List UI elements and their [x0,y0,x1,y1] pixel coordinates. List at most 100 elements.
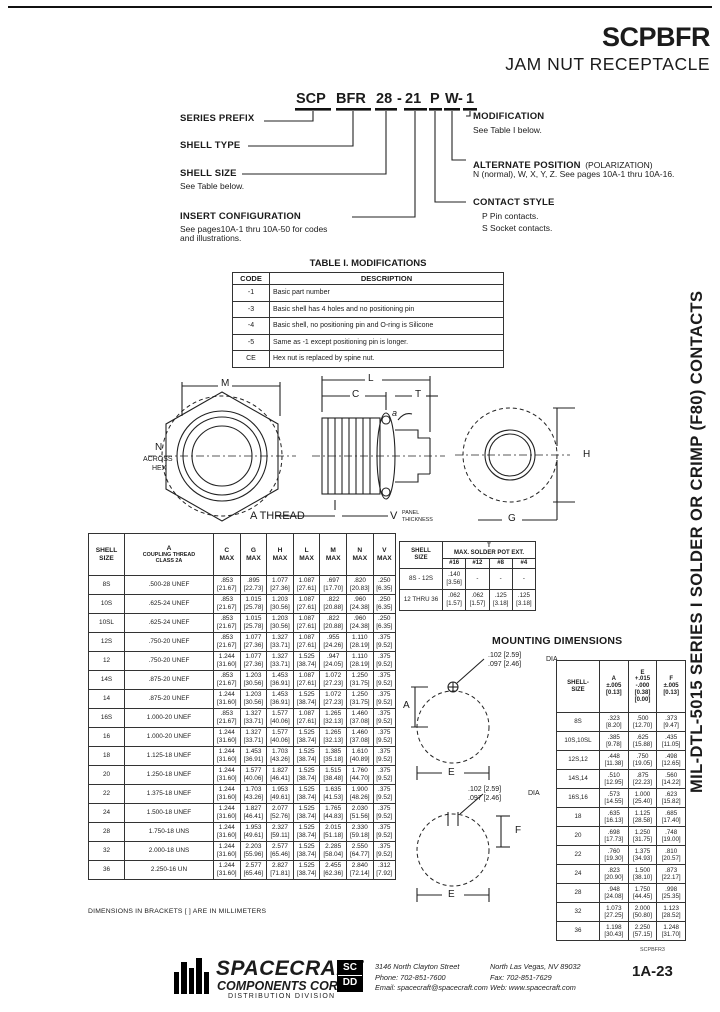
dim-value-cell: 2.203[55.96] [239,841,268,861]
table1-code-cell: CE [232,350,270,368]
dim-value-cell: 1.525[38.74] [292,746,321,766]
dim-value-cell: 1.453[36.91] [239,746,268,766]
mount-size-cell: 18 [556,807,600,827]
dim-value-cell: 1.525[38.74] [292,841,321,861]
mount-row: 22.760[19.30]1.375[34.93].810[20.57] [556,845,686,865]
part-number-token: SCP [296,91,326,107]
footer-web: Web: www.spacecraft.com [490,983,576,993]
dim-thread-cell: .625-24 UNEF [124,613,214,633]
dimension-footnote: DIMENSIONS IN BRACKETS [ ] ARE IN MILLIM… [88,908,267,915]
solder-header-gauge: #16 [441,557,467,569]
dim-value-cell: .375[9.52] [372,784,397,804]
solder-row: 8S - 12S.140[3.56]--- [399,567,537,590]
solder-value-cell: - [488,567,513,590]
mount-value-cell: 1.250[31.75] [627,826,658,846]
mount-dia1-in: .102 [2.59] [488,652,522,659]
dim-value-cell: .853[21.67] [213,613,241,633]
mounting-drawing [411,658,510,902]
solder-value-cell: .125[3.18] [511,588,537,611]
mount-row: 24.823[20.90]1.500[38.10].873[22.17] [556,864,686,884]
mount-dia2-in: .102 [2.59] [468,786,502,793]
mount-value-cell: .573[14.55] [599,788,629,808]
dim-value-cell: 1.087[27.61] [292,613,321,633]
dim-value-cell: 2.015[51.18] [319,822,347,842]
mount-size-cell: 32 [556,902,600,922]
dim-value-cell: 1.515[38.48] [319,765,347,785]
dim-size-cell: 28 [88,822,125,842]
dim-v-label: V [390,510,398,522]
dim-value-cell: 1.087[27.61] [292,575,321,595]
dim-size-cell: 36 [88,860,125,880]
solder-row: 12 THRU 36.062[1.57].062[1.57].125[3.18]… [399,588,537,611]
dim-value-cell: .375[9.52] [372,803,397,823]
dim-value-cell: 1.577[40.06] [266,727,294,747]
dim-alpha-label: a [392,408,398,418]
dim-value-cell: 1.244[31.60] [213,803,241,823]
part-number-token: - [458,91,463,107]
dim-value-cell: .697[17.70] [319,575,347,595]
dim-value-cell: 2.077[52.76] [266,803,294,823]
dim-value-cell: .375[9.52] [372,670,397,690]
footer-division: DISTRIBUTION DIVISION [228,993,336,1000]
dim-value-cell: 1.327[33.71] [266,651,294,671]
mount-row: 8S.323[8.20].500[12.70].373[9.47] [556,712,686,732]
solder-value-cell: - [511,567,537,590]
mount-value-cell: .998[25.35] [656,883,686,903]
dim-across-label: ACROSS [143,456,173,463]
mount-value-cell: .385[9.78] [599,731,629,751]
mount-dia1-label: DIA [546,656,558,663]
mount-value-cell: 1.248[31.70] [656,921,686,941]
mount-value-cell: .560[14.22] [656,769,686,789]
connector-drawing [148,376,575,522]
scdd-top: SC [338,961,362,976]
dim-value-cell: 1.244[31.60] [213,841,241,861]
solder-header-gauge: #12 [465,557,490,569]
dim-value-cell: .250[6.35] [372,575,397,595]
footer-address-col2: North Las Vegas, NV 89032 Fax: 702-851-7… [490,962,581,994]
page-title: SCPBFR [601,22,711,52]
footer-scdd-logo: SC DD [337,960,363,992]
dim-value-cell: 1.244[31.60] [213,746,241,766]
panel-label: PANEL [402,510,420,516]
dim-value-cell: 1.577[40.06] [239,765,268,785]
dim-value-cell: 1.327[33.71] [239,727,268,747]
dim-value-cell: .853[21.67] [213,594,241,614]
dim-value-cell: 2.827[71.81] [266,860,294,880]
dim-size-cell: 20 [88,765,125,785]
top-rule [8,6,712,8]
dim-value-cell: 1.072[27.23] [319,689,347,709]
mount-size-cell: 10S,10SL [556,731,600,751]
mount-size-cell: 14S,14 [556,769,600,789]
mount-dia1-mm: .097 [2.46] [488,661,522,668]
solder-value-cell: .140[3.56] [441,567,467,590]
dim-value-cell: 1.203[30.56] [239,670,268,690]
dim-value-cell: 1.610[40.89] [345,746,374,766]
table1-code-cell: -4 [232,317,270,335]
dim-value-cell: 1.015[25.78] [239,594,268,614]
dim-value-cell: 1.760[44.70] [345,765,374,785]
dim-value-cell: .375[9.52] [372,765,397,785]
dim-value-cell: 1.453[36.91] [266,689,294,709]
dim-value-cell: 2.327[59.11] [266,822,294,842]
mount-row: 16S,16.573[14.55]1.000[25.40].623[15.82] [556,788,686,808]
mount-size-cell: 24 [556,864,600,884]
dim-value-cell: 1.525[38.74] [292,784,321,804]
footer-fax: Fax: 702-851-7629 [490,972,552,982]
mount-value-cell: 1.375[34.93] [627,845,658,865]
table1-header-desc: DESCRIPTION [269,272,504,285]
dim-value-cell: 1.244[31.60] [213,860,241,880]
dim-value-cell: 1.577[40.06] [266,708,294,728]
dim-thread-cell: 1.500-18 UNEF [124,803,214,823]
